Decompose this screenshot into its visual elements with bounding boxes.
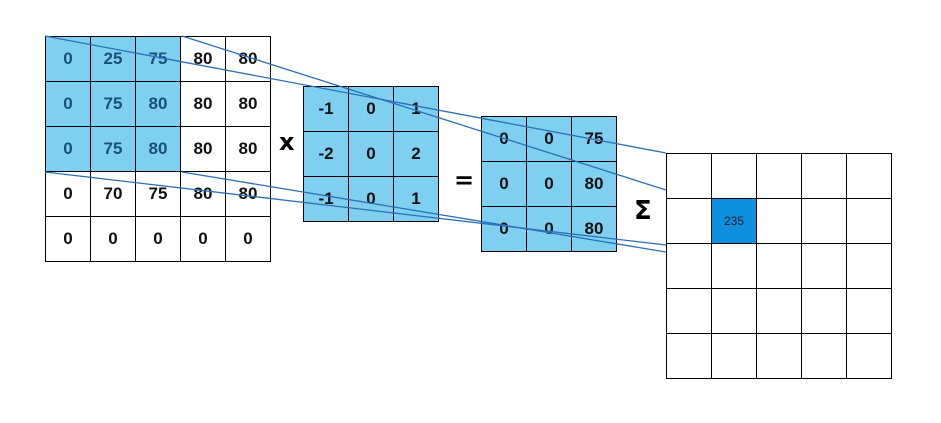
matrix-cell: 0 [45, 36, 91, 82]
matrix-cell: 0 [348, 176, 394, 222]
matrix-cell: 80 [135, 81, 181, 127]
output-matrix: 235 [666, 153, 892, 379]
multiply-operator: x [279, 128, 295, 156]
matrix-cell [666, 333, 712, 379]
matrix-cell: 80 [571, 161, 617, 207]
matrix-cell: 0 [45, 216, 91, 262]
sum-operator: Σ [634, 196, 652, 226]
matrix-cell: 75 [135, 171, 181, 217]
matrix-cell: 80 [225, 81, 271, 127]
matrix-cell: -1 [303, 86, 349, 132]
matrix-cell [756, 153, 802, 199]
matrix-cell [666, 153, 712, 199]
matrix-cell [846, 198, 892, 244]
matrix-cell: 0 [45, 126, 91, 172]
matrix-cell: 80 [180, 36, 226, 82]
matrix-cell [846, 153, 892, 199]
matrix-cell: 0 [481, 206, 527, 252]
matrix-row: 235 [666, 198, 892, 244]
matrix-cell [666, 288, 712, 334]
matrix-cell: 0 [526, 116, 572, 162]
matrix-cell: 0 [481, 161, 527, 207]
matrix-cell [801, 153, 847, 199]
matrix-row [666, 153, 892, 199]
matrix-cell: -1 [303, 176, 349, 222]
matrix-cell [801, 333, 847, 379]
matrix-cell: 80 [180, 171, 226, 217]
matrix-cell: 0 [225, 216, 271, 262]
matrix-cell [756, 288, 802, 334]
matrix-cell [846, 288, 892, 334]
matrix-cell: 0 [45, 171, 91, 217]
matrix-cell: 0 [90, 216, 136, 262]
matrix-cell: 0 [526, 161, 572, 207]
matrix-cell [666, 243, 712, 289]
matrix-cell: 80 [225, 126, 271, 172]
matrix-cell: 1 [393, 176, 439, 222]
matrix-cell: 0 [348, 131, 394, 177]
matrix-cell: 75 [571, 116, 617, 162]
matrix-cell [711, 153, 757, 199]
matrix-cell: 80 [225, 36, 271, 82]
matrix-cell [756, 198, 802, 244]
matrix-cell: 80 [135, 126, 181, 172]
matrix-cell [711, 243, 757, 289]
matrix-cell: 80 [180, 81, 226, 127]
matrix-cell: 75 [90, 81, 136, 127]
matrix-cell: 80 [571, 206, 617, 252]
matrix-cell [801, 288, 847, 334]
matrix-row [666, 333, 892, 379]
matrix-cell [666, 198, 712, 244]
matrix-cell [756, 243, 802, 289]
matrix-cell [711, 333, 757, 379]
matrix-cell: 235 [711, 198, 757, 244]
matrix-cell: 0 [135, 216, 181, 262]
matrix-row [666, 288, 892, 334]
matrix-cell: 0 [45, 81, 91, 127]
matrix-cell: 0 [348, 86, 394, 132]
equals-operator: = [454, 166, 475, 194]
matrix-cell: 0 [526, 206, 572, 252]
matrix-cell [846, 333, 892, 379]
matrix-cell: 2 [393, 131, 439, 177]
matrix-cell: 80 [180, 126, 226, 172]
matrix-cell [756, 333, 802, 379]
matrix-cell [711, 288, 757, 334]
matrix-cell [846, 243, 892, 289]
matrix-cell: 75 [90, 126, 136, 172]
matrix-cell: 0 [481, 116, 527, 162]
matrix-cell: 1 [393, 86, 439, 132]
matrix-cell: 80 [225, 171, 271, 217]
matrix-cell: 25 [90, 36, 136, 82]
matrix-cell: 70 [90, 171, 136, 217]
matrix-cell [801, 243, 847, 289]
matrix-cell: 0 [180, 216, 226, 262]
matrix-cell [801, 198, 847, 244]
matrix-cell: -2 [303, 131, 349, 177]
matrix-cell: 75 [135, 36, 181, 82]
matrix-row [666, 243, 892, 289]
